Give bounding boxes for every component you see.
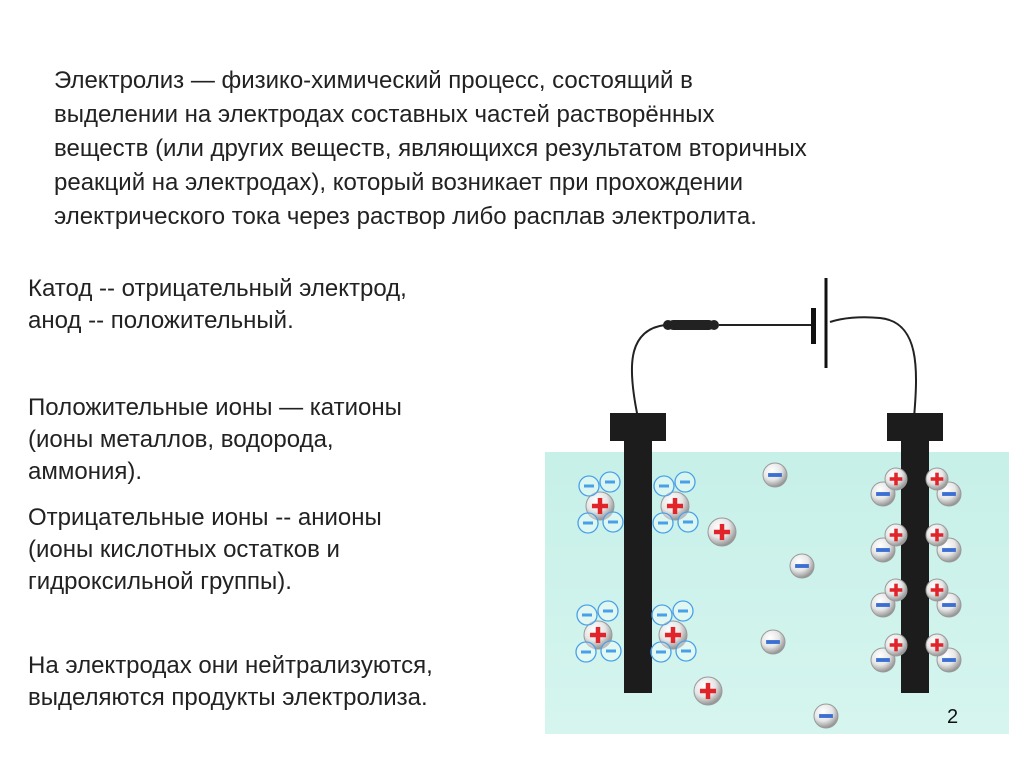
water-molecule-shell xyxy=(650,641,672,663)
plus-ion-icon xyxy=(925,578,949,602)
intro-line: веществ (или других веществ, являющихся … xyxy=(54,135,807,162)
plus-ion-icon xyxy=(585,491,615,521)
plus-ion-icon xyxy=(707,517,737,547)
water-molecule-shell xyxy=(675,640,697,662)
plus-ion-icon xyxy=(925,523,949,547)
minus-ion-icon xyxy=(936,537,962,563)
anions-paragraph: Отрицательные ионы -- анионы (ионы кисло… xyxy=(28,502,528,598)
water-molecule-shell xyxy=(677,511,699,533)
water-molecule-shell xyxy=(599,471,621,493)
paragraph-line: Отрицательные ионы -- анионы xyxy=(28,504,382,531)
intro-line: электрического тока через раствор либо р… xyxy=(54,203,757,230)
minus-ion-icon xyxy=(936,647,962,673)
paragraph-line: аммония). xyxy=(28,458,143,485)
minus-ion-icon xyxy=(936,481,962,507)
minus-ion-icon xyxy=(870,481,896,507)
minus-ion-icon xyxy=(760,629,786,655)
hydration-shells xyxy=(575,471,699,663)
minus-ion-icon xyxy=(870,592,896,618)
paragraph-line: гидроксильной группы). xyxy=(28,568,292,595)
water-molecule-shell xyxy=(672,600,694,622)
minus-ion-icon xyxy=(870,647,896,673)
paragraph-line: На электродах они нейтрализуются, xyxy=(28,652,433,679)
electrodes-paragraph: Катод -- отрицательный электрод, анод --… xyxy=(28,273,528,337)
cations-paragraph: Положительные ионы — катионы (ионы метал… xyxy=(28,392,528,488)
water-molecule-shell xyxy=(674,471,696,493)
intro-line: Электролиз — физико-химический процесс, … xyxy=(54,67,693,94)
paragraph-line: выделяются продукты электролиза. xyxy=(28,684,428,711)
plus-ion-icon xyxy=(884,467,908,491)
plus-ion-icon xyxy=(884,578,908,602)
left-wire xyxy=(630,324,666,419)
page-number: 2 xyxy=(947,706,959,728)
minus-ion-icon xyxy=(813,703,839,729)
plus-ion-icon xyxy=(583,620,613,650)
intro-line: реакций на электродах), который возникае… xyxy=(54,169,743,196)
electrolyte-solution xyxy=(545,452,1009,734)
minus-ion-icon xyxy=(870,537,896,563)
water-molecule-shell xyxy=(651,604,673,626)
ions-layer xyxy=(583,462,962,729)
water-molecule-shell xyxy=(652,512,674,534)
right-wire xyxy=(829,316,917,419)
minus-ion-icon xyxy=(762,462,788,488)
battery-icon xyxy=(811,278,828,368)
water-molecule-shell xyxy=(602,511,624,533)
water-molecule-shell xyxy=(597,600,619,622)
plus-ion-icon xyxy=(925,467,949,491)
cathode-electrode xyxy=(610,413,666,693)
minus-ion-icon xyxy=(936,592,962,618)
plus-ion-icon xyxy=(884,523,908,547)
plus-ion-icon xyxy=(693,676,723,706)
paragraph-line: Положительные ионы — катионы xyxy=(28,394,402,421)
switch-icon xyxy=(663,320,812,330)
paragraph-line: анод -- положительный. xyxy=(28,307,294,334)
water-molecule-shell xyxy=(600,640,622,662)
intro-line: выделении на электродах составных частей… xyxy=(54,101,715,128)
paragraph-line: Катод -- отрицательный электрод, xyxy=(28,275,407,302)
water-molecule-shell xyxy=(653,475,675,497)
water-molecule-shell xyxy=(575,641,597,663)
paragraph-line: (ионы металлов, водорода, xyxy=(28,426,334,453)
water-molecule-shell xyxy=(577,512,599,534)
water-molecule-shell xyxy=(576,604,598,626)
plus-ion-icon xyxy=(925,633,949,657)
plus-ion-icon xyxy=(658,620,688,650)
paragraph-line: (ионы кислотных остатков и xyxy=(28,536,340,563)
plus-ion-icon xyxy=(884,633,908,657)
plus-ion-icon xyxy=(660,491,690,521)
anode-electrode xyxy=(887,413,943,693)
water-molecule-shell xyxy=(578,475,600,497)
minus-ion-icon xyxy=(789,553,815,579)
intro-definition: Электролиз — физико-химический процесс, … xyxy=(54,64,984,234)
neutralization-paragraph: На электродах они нейтрализуются, выделя… xyxy=(28,650,528,714)
